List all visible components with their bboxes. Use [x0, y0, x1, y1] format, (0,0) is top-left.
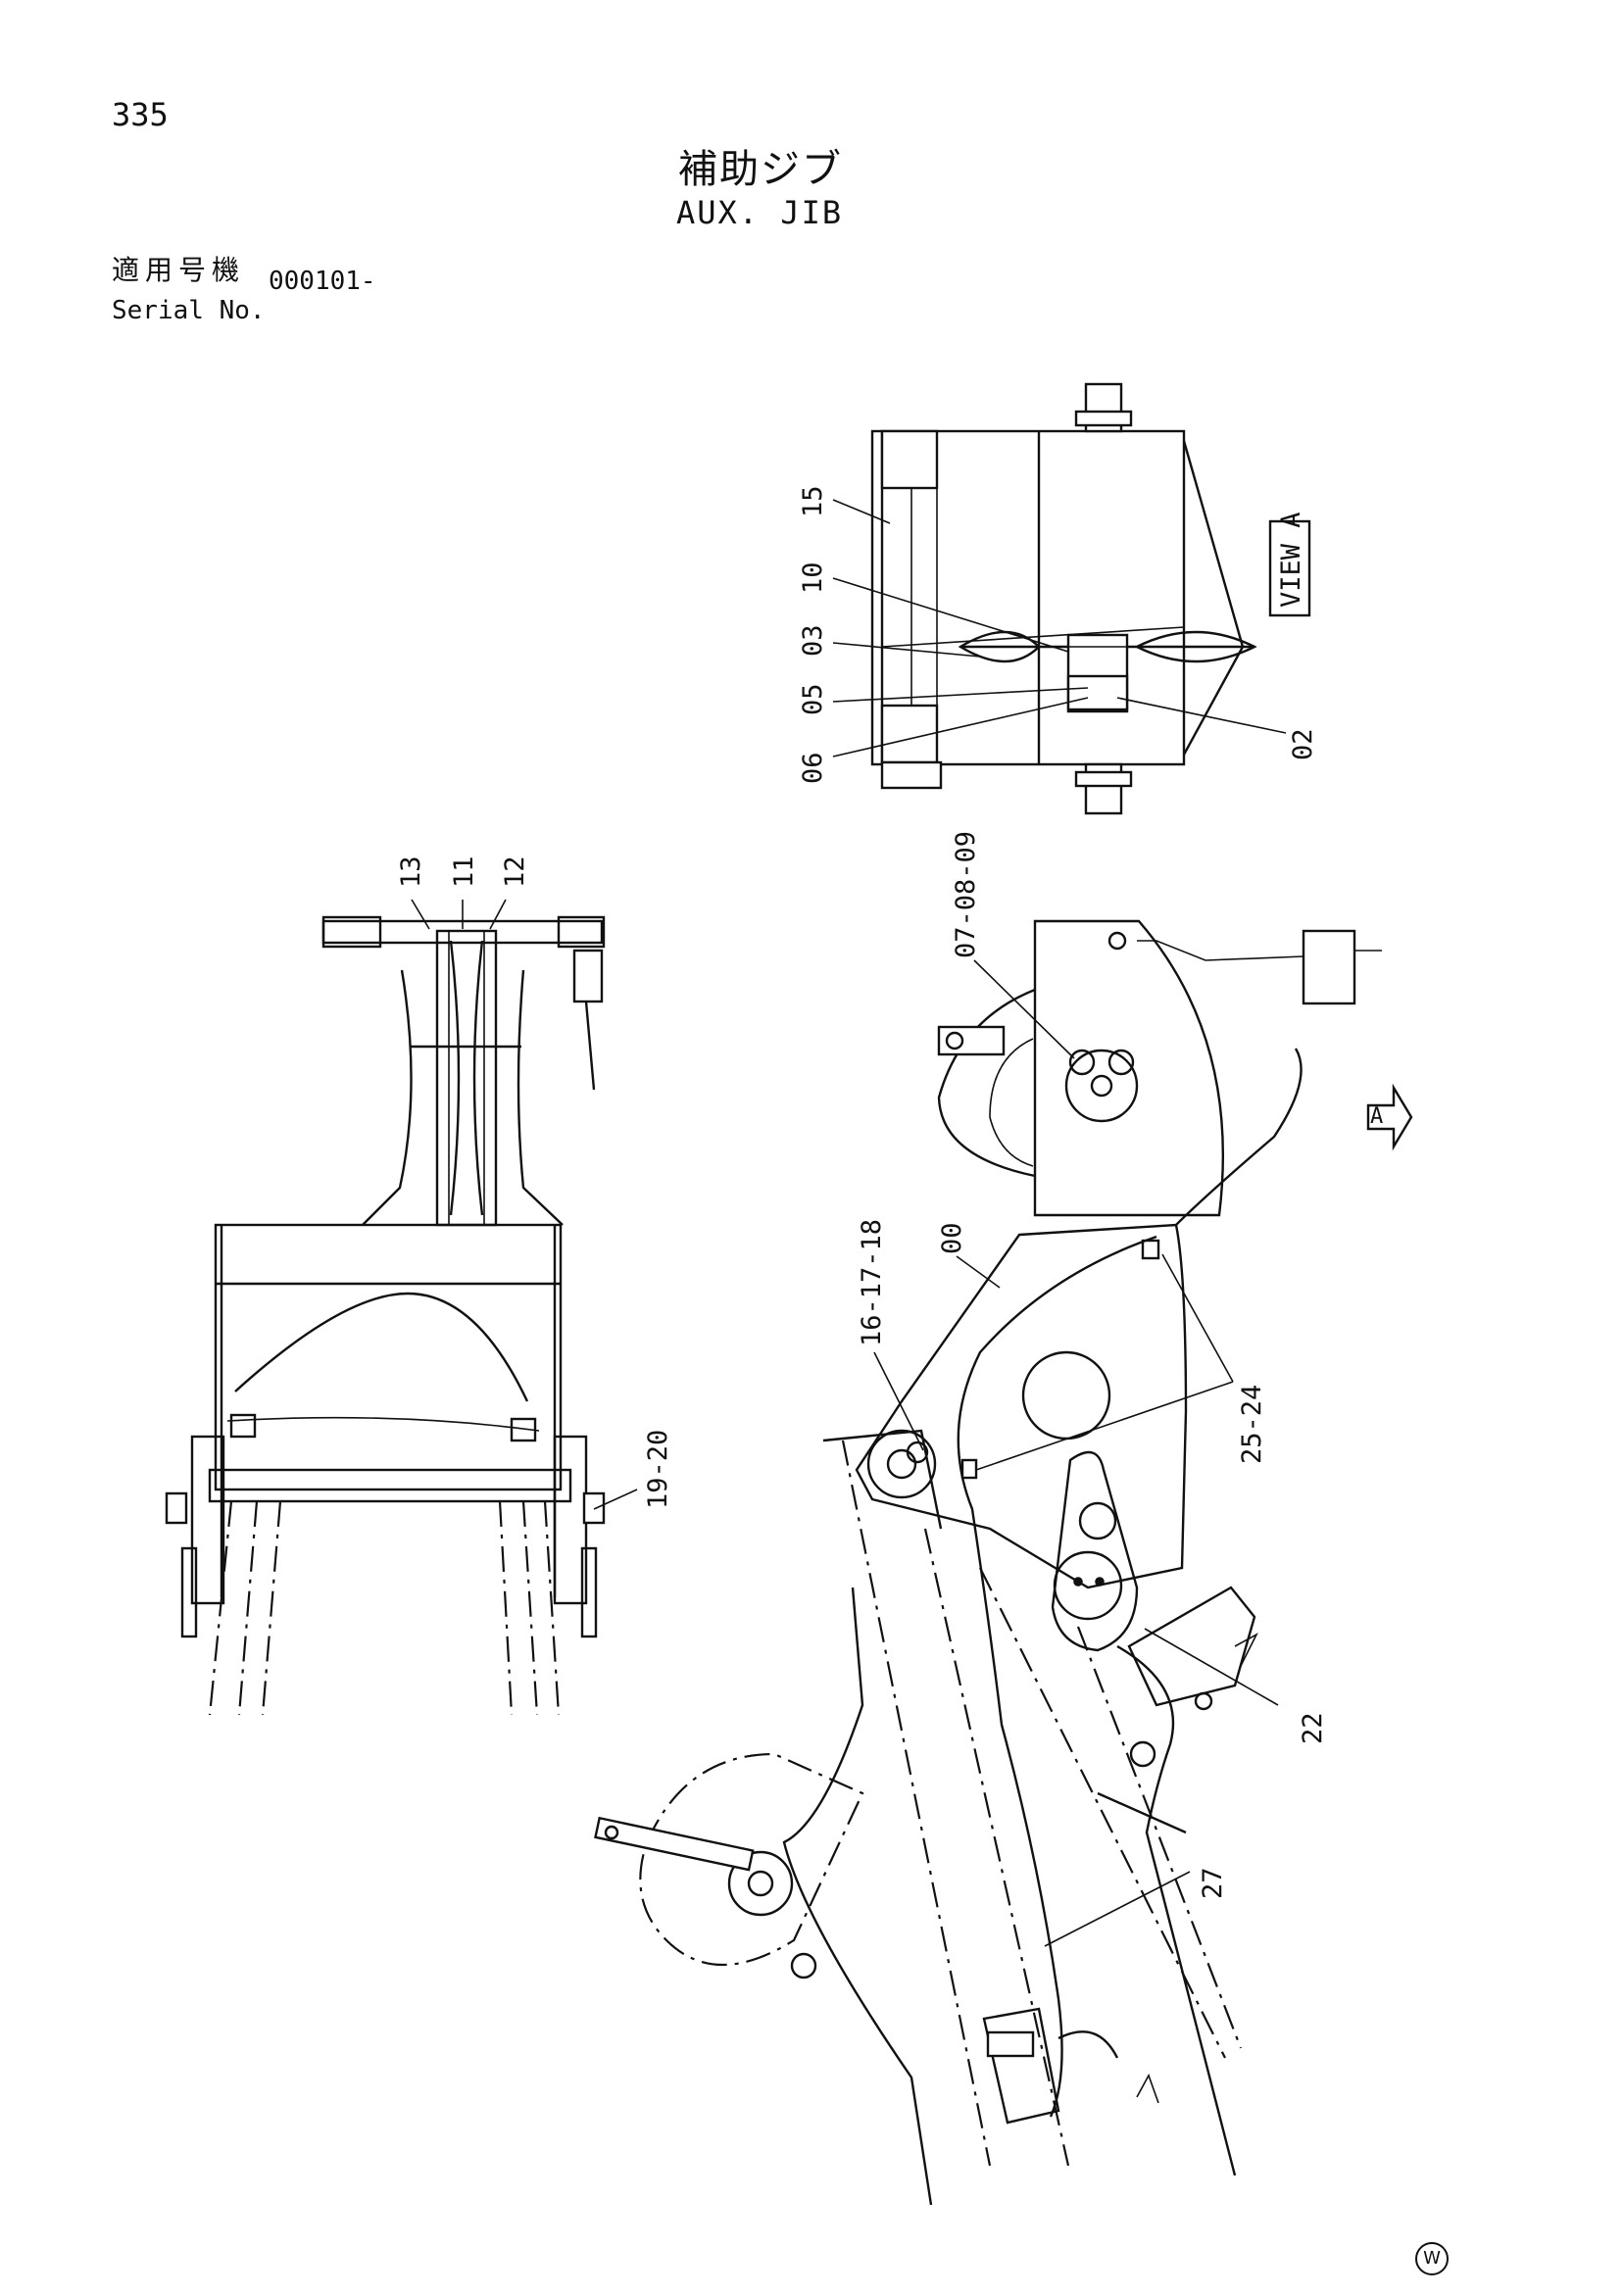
callout-27: 27 [1198, 1867, 1228, 1899]
callout-07-08-09: 07-08-09 [951, 831, 981, 958]
side-view-drawing: A [594, 919, 1413, 2206]
callout-06: 06 [798, 752, 828, 784]
view-a-drawing: VIEW A [870, 382, 1311, 815]
view-a-label: VIEW A [1276, 512, 1306, 608]
serial-value: 000101- [269, 267, 376, 296]
callout-13: 13 [396, 855, 426, 888]
view-a-callouts: 15 10 03 05 06 02 [798, 485, 1318, 784]
front-view-drawing [165, 915, 606, 1716]
callout-11: 11 [449, 855, 479, 888]
callout-19-20: 19-20 [643, 1430, 673, 1509]
callout-25-24: 25-24 [1237, 1385, 1267, 1464]
callout-22: 22 [1298, 1712, 1328, 1744]
page-number: 335 [112, 96, 169, 133]
callout-03: 03 [798, 624, 828, 657]
callout-16-17-18: 16-17-18 [857, 1219, 887, 1346]
side-view-callouts: 07-08-09 00 16-17-18 25-24 22 27 [857, 831, 1328, 1947]
callout-00: 00 [937, 1222, 967, 1254]
title-japanese: 補助ジブ [678, 147, 843, 192]
serial-label-japanese: 適用号機 [112, 254, 246, 286]
footer-mark: W [1415, 2242, 1449, 2275]
serial-label-english: Serial No. [112, 296, 266, 325]
callout-12: 12 [500, 855, 530, 888]
callout-10: 10 [798, 562, 828, 594]
view-arrow-label: A [1370, 1104, 1383, 1129]
callout-05: 05 [798, 683, 828, 715]
callout-02: 02 [1288, 728, 1318, 760]
front-view-callouts: 13 11 12 19-20 [396, 855, 673, 1510]
title-english: AUX. JIB [676, 194, 844, 231]
callout-15: 15 [798, 485, 828, 517]
